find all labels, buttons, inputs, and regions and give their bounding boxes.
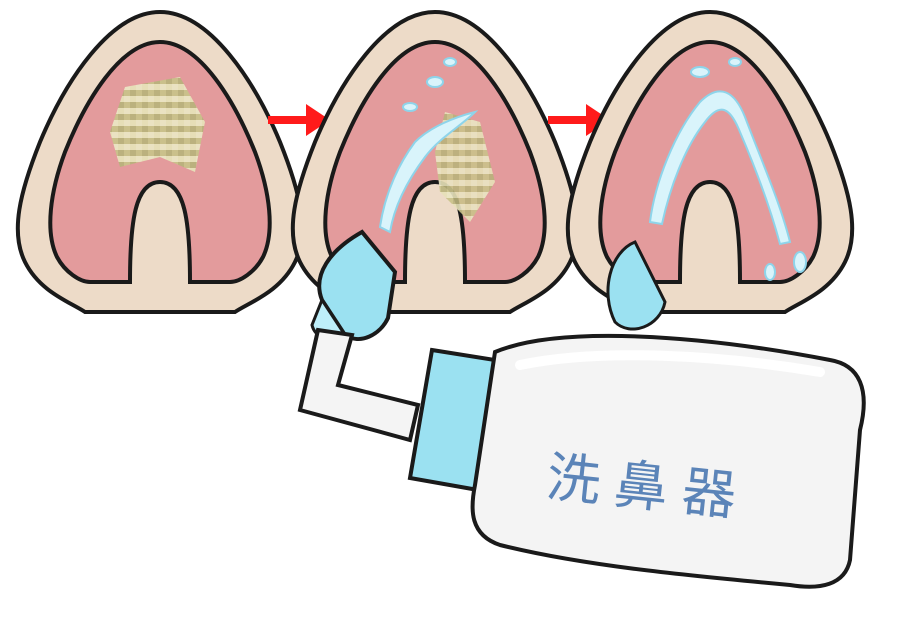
nozzle-tip-3	[606, 240, 667, 331]
bottle-tube	[297, 327, 421, 443]
arrow-right-icon	[268, 104, 330, 136]
nose-blocked-1	[15, 10, 305, 314]
bottle-body	[470, 333, 866, 589]
nasal-irrigation-bottle: 洗鼻器	[297, 327, 866, 589]
mucus-blob-partial	[435, 112, 495, 222]
water-splash-icon	[648, 57, 807, 281]
nose-clear-3	[565, 10, 855, 331]
bottle-highlight	[515, 350, 825, 377]
water-splash-icon	[378, 57, 479, 234]
nose-rinsing-2	[290, 10, 580, 314]
mucus-blob	[110, 77, 205, 172]
